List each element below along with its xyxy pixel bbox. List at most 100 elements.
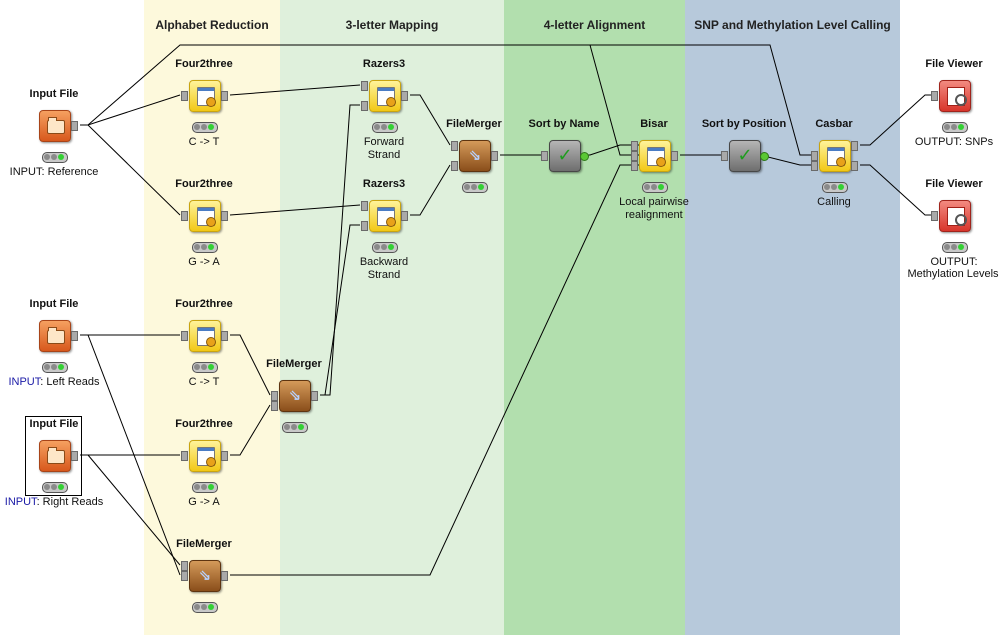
band-title: SNP and Methylation Level Calling [694,18,891,32]
node-label: INPUT: Reference [9,166,99,178]
status-traffic-light [282,422,308,433]
out-port[interactable] [851,161,858,171]
node-title: FileMerger [266,358,322,370]
out-port[interactable] [401,211,408,221]
node-label: Strand [367,269,401,281]
out-port[interactable] [71,121,78,131]
in-port[interactable] [181,91,188,101]
node-icon[interactable] [189,80,221,112]
out-port[interactable] [221,331,228,341]
out-port[interactable] [221,451,228,461]
magnifier-page-icon [947,207,967,226]
out-port[interactable] [491,151,498,161]
node-icon[interactable] [189,440,221,472]
merge-arrows-icon: ⇘ [288,387,302,404]
out-port[interactable] [851,141,858,151]
node-icon[interactable] [39,110,71,142]
in-port[interactable] [811,151,818,161]
node-title: File Viewer [925,178,983,190]
connection [860,164,932,216]
gear-document-icon [647,147,666,167]
node-label: C -> T [188,376,220,388]
connection [230,164,640,576]
node-icon[interactable] [369,80,401,112]
out-port[interactable] [671,151,678,161]
node-label: Local pairwise [619,196,689,208]
in-port[interactable] [721,151,728,161]
node-icon[interactable] [819,140,851,172]
out-port[interactable] [71,451,78,461]
in-port[interactable] [451,141,458,151]
status-traffic-light [42,152,68,163]
node-title: Sort by Name [528,118,600,130]
in-port[interactable] [361,201,368,211]
node-title: Four2three [175,178,233,190]
node-icon[interactable] [189,320,221,352]
gear-document-icon [197,327,216,347]
node-icon[interactable] [639,140,671,172]
in-port[interactable] [181,331,188,341]
in-port[interactable] [361,101,368,111]
node-title: Razers3 [362,58,406,70]
node-icon[interactable] [189,200,221,232]
node-icon[interactable] [939,80,971,112]
selection-box [25,416,82,496]
in-port[interactable] [361,81,368,91]
connection [87,44,817,156]
in-port[interactable] [181,571,188,581]
in-port[interactable] [541,151,548,161]
merge-arrows-icon: ⇘ [198,567,212,584]
in-port[interactable] [181,561,188,571]
node-icon[interactable]: ⇘ [189,560,221,592]
node-icon[interactable]: ✓ [549,140,581,172]
folder-icon [47,447,65,464]
connection [87,124,181,216]
node-title: FileMerger [446,118,502,130]
node-icon[interactable] [939,200,971,232]
node-label: OUTPUT: [930,256,978,268]
node-icon[interactable]: ✓ [729,140,761,172]
node-icon[interactable] [39,320,71,352]
node-title: Input File [29,418,79,430]
status-traffic-light [192,482,218,493]
in-port[interactable] [181,211,188,221]
node-label: C -> T [188,136,220,148]
node-icon[interactable] [39,440,71,472]
out-port[interactable] [221,211,228,221]
connection [410,164,451,216]
in-port[interactable] [631,141,638,151]
in-port[interactable] [811,161,818,171]
out-port[interactable] [71,331,78,341]
out-port[interactable] [311,391,318,401]
node-icon[interactable] [369,200,401,232]
node-label: INPUT: Left Reads [0,376,129,388]
status-traffic-light [822,182,848,193]
in-port[interactable] [361,221,368,231]
out-port[interactable] [401,91,408,101]
out-port[interactable] [580,152,589,161]
node-title: File Viewer [925,58,983,70]
out-port[interactable] [221,91,228,101]
connection [860,94,932,146]
node-icon[interactable]: ⇘ [279,380,311,412]
in-port[interactable] [271,391,278,401]
connection [589,44,640,156]
merge-arrows-icon: ⇘ [468,147,482,164]
in-port[interactable] [931,211,938,221]
in-port[interactable] [271,401,278,411]
in-port[interactable] [631,151,638,161]
checkmark-icon: ✓ [557,145,573,165]
node-icon[interactable]: ⇘ [459,140,491,172]
status-traffic-light [942,242,968,253]
out-port[interactable] [221,571,228,581]
label-prefix: INPUT [8,376,41,388]
out-port[interactable] [760,152,769,161]
connection [324,224,360,396]
in-port[interactable] [931,91,938,101]
status-traffic-light [192,242,218,253]
in-port[interactable] [451,161,458,171]
connection [229,84,361,96]
node-title: Input File [29,88,79,100]
in-port[interactable] [631,161,638,171]
in-port[interactable] [181,451,188,461]
